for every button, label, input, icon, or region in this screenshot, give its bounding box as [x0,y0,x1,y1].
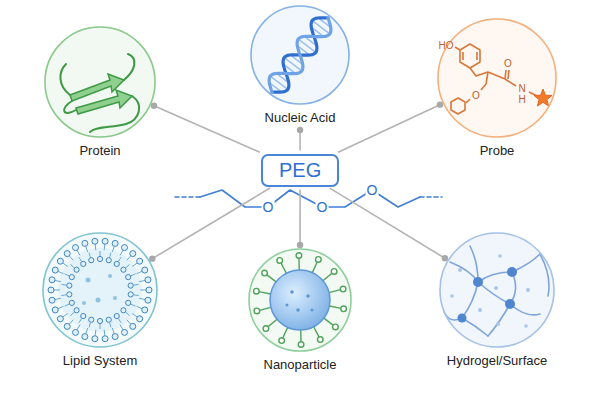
circle-outline [44,26,156,138]
nanoparticle-circle: Nanoparticle [248,248,352,352]
node-label: Probe [480,143,515,158]
connector-line [297,127,303,151]
nanoparticle-ligands [254,253,347,348]
peg-box: PEG [261,154,339,187]
atom-label: N [517,84,526,94]
core-dots [286,290,314,312]
probe-ground [437,18,557,138]
connector-line [330,188,448,261]
hydrogel-ground [439,232,555,348]
nanoparticle-core [270,270,330,330]
dna-helix [269,18,331,92]
circle-outline [42,232,158,348]
probe-molecule [451,44,552,114]
atom-label: H [517,95,526,105]
node-label: Nanoparticle [264,357,337,372]
peg-chain [175,190,442,207]
gel-particles [450,254,530,328]
lipid-bilayer [48,238,152,341]
hydrogel-network [444,246,549,336]
circle-outline [250,5,350,105]
atom-label: HO [438,41,455,51]
peg-label: PEG [279,159,321,181]
circle-outline [248,248,352,352]
nucleic-ground [250,5,350,105]
circle-outline [437,18,557,138]
protein-ground [44,26,156,138]
hydrogel-circle: Hydrogel/Surface [439,232,555,348]
crosslink-nodes [458,267,518,323]
node-label: Lipid System [63,353,137,368]
lipid-system-circle: Lipid System [42,232,158,348]
node-label: Hydrogel/Surface [447,353,547,368]
node-label: Nucleic Acid [265,110,336,125]
vesicle-core [58,248,142,332]
connector-line [149,188,270,262]
atom-label: O [503,59,513,69]
lipid-ground [42,232,158,348]
chain-atom-label: O [366,183,379,197]
connector-line [297,190,303,249]
chain-atom-label: O [262,200,275,214]
nucleic-acid-circle: Nucleic Acid [250,5,350,105]
nanoparticle-ground [248,248,352,352]
protein-circle: Protein [44,26,156,138]
protein-illustration [60,54,139,132]
probe-circle: Probe [437,18,557,138]
connector-line [338,101,443,152]
vesicle-cargo [82,274,117,305]
node-label: Protein [79,143,120,158]
connector-line [151,103,260,153]
chain-atom-label: O [316,200,329,214]
circle-outline [439,232,555,348]
atom-label: O [471,91,481,101]
